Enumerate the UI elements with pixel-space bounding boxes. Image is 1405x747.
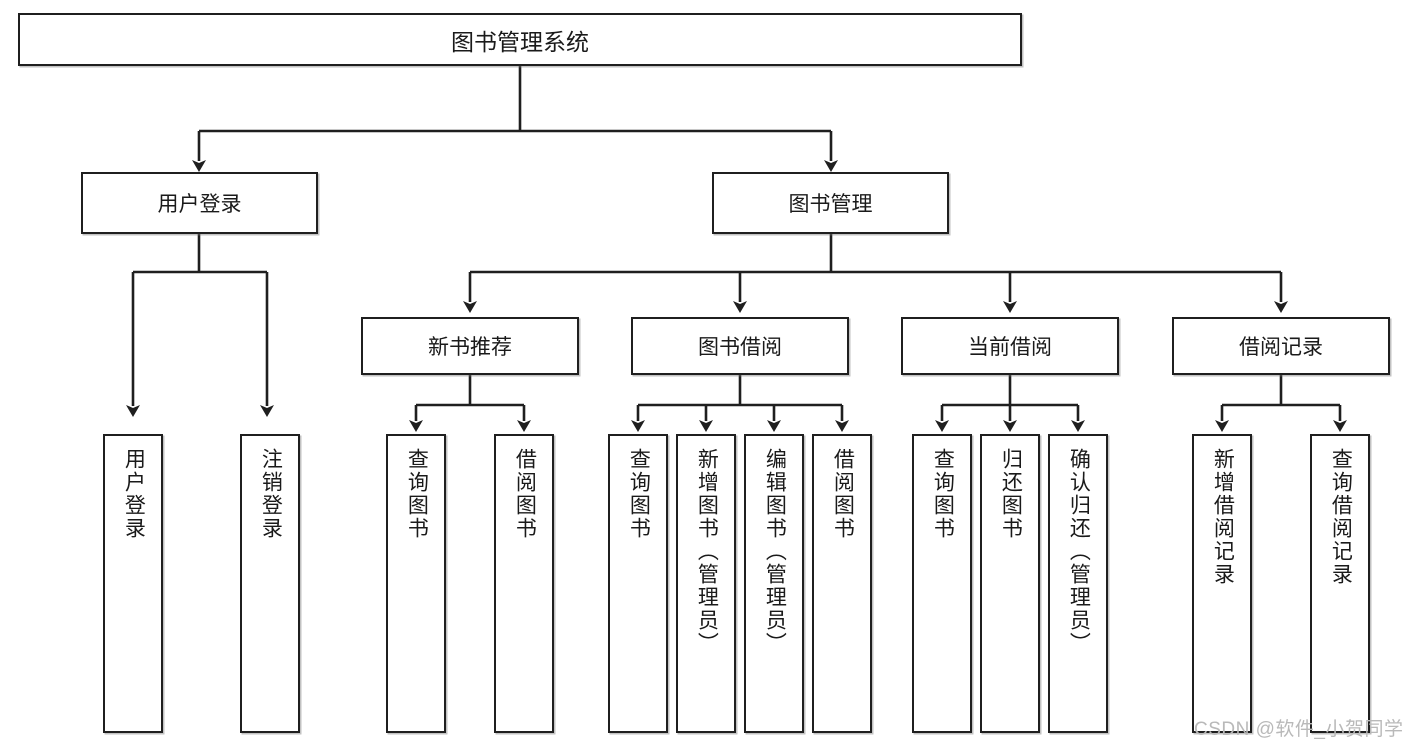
node-user-login[interactable]: 用户登录 <box>81 172 318 234</box>
node-label: 编辑图书（管理员） <box>763 448 787 655</box>
node-label: 图书借阅 <box>698 336 782 359</box>
node-leaf-return-book[interactable]: 归还图书 <box>980 434 1040 733</box>
node-leaf-query-book-2[interactable]: 查询图书 <box>608 434 668 733</box>
node-leaf-confirm-return[interactable]: 确认归还（管理员） <box>1048 434 1108 733</box>
node-label: 图书管理 <box>788 193 873 216</box>
node-label: 借阅图书 <box>513 448 537 540</box>
csdn-watermark: CSDN @软件_小贺同学 <box>1194 719 1404 740</box>
node-book-borrow[interactable]: 图书借阅 <box>631 317 849 375</box>
node-label: 查询图书 <box>931 448 955 540</box>
node-borrow-record[interactable]: 借阅记录 <box>1172 317 1390 375</box>
node-label: 归还图书 <box>999 448 1023 540</box>
node-label: 新增借阅记录 <box>1211 448 1235 586</box>
node-leaf-logout[interactable]: 注销登录 <box>240 434 300 733</box>
node-new-book-recommend[interactable]: 新书推荐 <box>361 317 579 375</box>
node-current-borrow[interactable]: 当前借阅 <box>901 317 1119 375</box>
node-leaf-query-record[interactable]: 查询借阅记录 <box>1310 434 1370 733</box>
node-label: 用户登录 <box>122 448 146 540</box>
node-label: 新增图书（管理员） <box>695 448 719 655</box>
node-leaf-query-book-3[interactable]: 查询图书 <box>912 434 972 733</box>
node-leaf-edit-book[interactable]: 编辑图书（管理员） <box>744 434 804 733</box>
node-label: 注销登录 <box>259 448 283 540</box>
node-label: 借阅记录 <box>1239 336 1323 359</box>
node-label: 当前借阅 <box>968 336 1052 359</box>
node-label: 用户登录 <box>157 193 242 216</box>
node-label: 查询图书 <box>405 448 429 540</box>
node-label: 图书管理系统 <box>451 28 589 55</box>
node-label: 查询图书 <box>627 448 651 540</box>
node-leaf-query-book-1[interactable]: 查询图书 <box>386 434 446 733</box>
node-leaf-add-record[interactable]: 新增借阅记录 <box>1192 434 1252 733</box>
node-leaf-user-login[interactable]: 用户登录 <box>103 434 163 733</box>
node-leaf-add-book[interactable]: 新增图书（管理员） <box>676 434 736 733</box>
node-label: 新书推荐 <box>428 336 512 359</box>
node-label: 借阅图书 <box>831 448 855 540</box>
node-leaf-borrow-book-1[interactable]: 借阅图书 <box>494 434 554 733</box>
node-label: 查询借阅记录 <box>1329 448 1353 586</box>
node-book-manage[interactable]: 图书管理 <box>712 172 949 234</box>
node-root-system[interactable]: 图书管理系统 <box>18 13 1022 66</box>
node-leaf-borrow-book-2[interactable]: 借阅图书 <box>812 434 872 733</box>
node-label: 确认归还（管理员） <box>1067 448 1091 655</box>
